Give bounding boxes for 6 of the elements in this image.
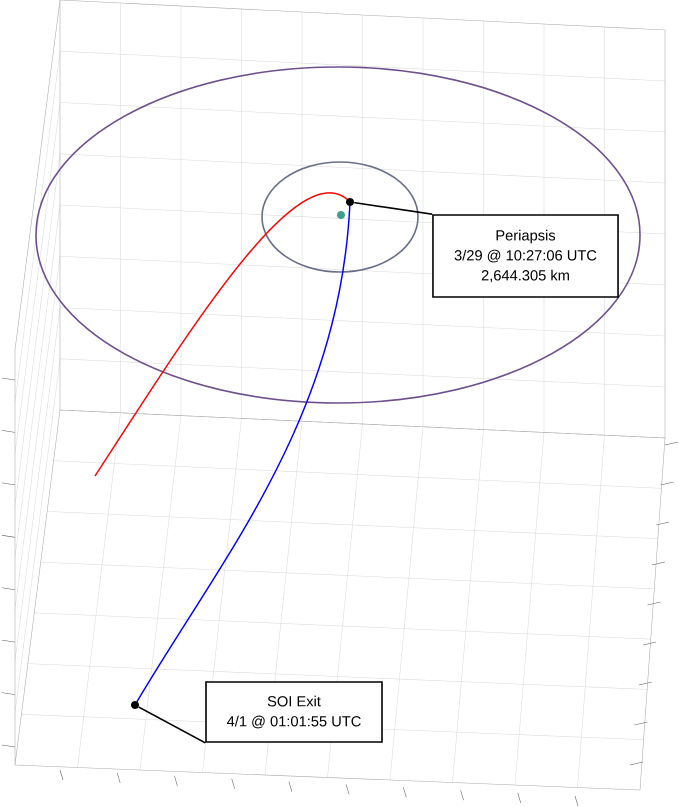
callout-box: Periapsis 3/29 @ 10:27:06 UTC 2,644.305 km [432, 214, 619, 298]
leader-line [138, 706, 206, 744]
point-marker [346, 198, 354, 206]
leader-line [354, 202, 432, 215]
callout-box: SOI Exit 4/1 @ 01:01:55 UTC [205, 681, 383, 743]
point-marker [131, 701, 139, 709]
